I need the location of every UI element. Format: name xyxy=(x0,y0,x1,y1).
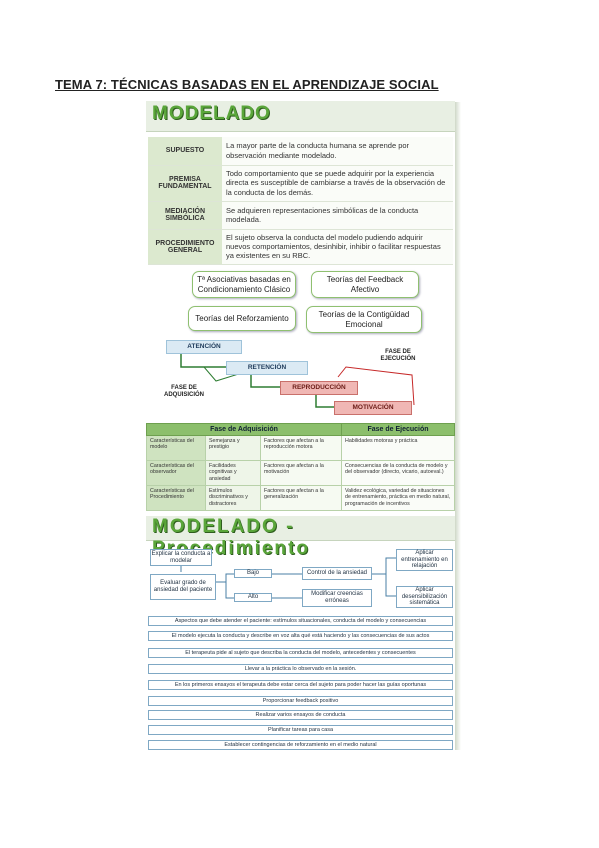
cell-b: Factores que afectan a la generalización xyxy=(260,485,342,511)
teoria-reforzamiento: Teorías del Reforzamiento xyxy=(188,306,296,331)
step-2: El modelo ejecuta la conducta y describe… xyxy=(148,631,453,641)
cell-b: Factores que afectan a la motivación xyxy=(260,460,342,486)
stage-retencion: RETENCIÓN xyxy=(226,361,308,375)
header-adquisicion: Fase de Adquisición xyxy=(146,423,342,436)
stage-reproduccion: REPRODUCCIÓN xyxy=(280,381,358,395)
step-3: El terapeuta pide al sujeto que describa… xyxy=(148,648,453,658)
step-6: Proporcionar feedback positivo xyxy=(148,696,453,706)
table-row: PROCEDIMIENTO GENERAL El sujeto observa … xyxy=(148,229,453,265)
procedimiento-header xyxy=(146,516,455,541)
teoria-contiguidad: Teorías de la Contigüidad Emocional xyxy=(306,306,422,333)
modelado-header xyxy=(146,101,455,132)
row-key: SUPUESTO xyxy=(148,137,222,166)
cell-a: Semejanza y prestigio xyxy=(205,435,261,461)
cell-c: Habilidades motoras y práctica xyxy=(341,435,455,461)
cell-b: Factores que afectan a la reproducción m… xyxy=(260,435,342,461)
step-7: Realizar varios ensayos de conducta xyxy=(148,710,453,720)
label-fase-adquisicion: FASE DE ADQUISICIÓN xyxy=(163,385,204,398)
box-modificar: Modificar creencias erróneas xyxy=(302,589,372,607)
table-row: SUPUESTO La mayor parte de la conducta h… xyxy=(148,137,453,166)
table-row: Características del modelo Semejanza y p… xyxy=(146,435,455,461)
cell-label: Características del Procedimiento xyxy=(146,485,206,511)
fases-panel: ATENCIÓN RETENCIÓN REPRODUCCIÓN MOTIVACI… xyxy=(146,337,455,422)
label-fase-ejecucion: FASE DE EJECUCIÓN xyxy=(380,349,416,362)
row-key: PREMISA FUNDAMENTAL xyxy=(148,165,222,202)
box-explicar: Explicar la conducta a modelar xyxy=(150,549,212,566)
step-1: Aspectos que debe atender el paciente: e… xyxy=(148,616,453,626)
row-key: MEDIACIÓN SIMBÓLICA xyxy=(148,201,222,230)
stage-motivacion: MOTIVACIÓN xyxy=(334,401,412,415)
header-ejecucion: Fase de Ejecución xyxy=(341,423,455,436)
row-value: El sujeto observa la conducta del modelo… xyxy=(222,229,453,265)
modelado-title: MODELADO xyxy=(152,103,271,124)
step-5: En los primeros ensayos el terapeuta deb… xyxy=(148,680,453,690)
panel-shadow xyxy=(455,102,461,750)
cell-c: Validez ecológica, variedad de situacion… xyxy=(341,485,455,511)
row-value: Todo comportamiento que se puede adquiri… xyxy=(222,165,453,202)
procedimiento-panel: MODELADO - Procedimiento Explicar la con… xyxy=(146,516,455,750)
box-aplicar-relajacion: Aplicar entrenamiento en relajación xyxy=(396,549,453,571)
table-row: MEDIACIÓN SIMBÓLICA Se adquieren represe… xyxy=(148,201,453,230)
cell-label: Características del observador xyxy=(146,460,206,486)
row-key: PROCEDIMIENTO GENERAL xyxy=(148,229,222,265)
tabla-fases: Fase de Adquisición Fase de Ejecución Ca… xyxy=(146,423,455,511)
table-header-row: Fase de Adquisición Fase de Ejecución xyxy=(146,423,455,436)
table-row: Características del Procedimiento Estímu… xyxy=(146,485,455,511)
stage-atencion: ATENCIÓN xyxy=(166,340,242,354)
procedimiento-connectors xyxy=(180,557,396,599)
modelado-table: SUPUESTO La mayor parte de la conducta h… xyxy=(148,137,453,265)
table-row: Características del observador Facilidad… xyxy=(146,460,455,486)
tabla-fases-panel: Fase de Adquisición Fase de Ejecución Ca… xyxy=(146,423,455,515)
box-evaluar: Evaluar grado de ansiedad del paciente xyxy=(150,574,216,600)
row-value: Se adquieren representaciones simbólicas… xyxy=(222,201,453,230)
cell-a: Estímulos discriminativos y distractores xyxy=(205,485,261,511)
box-alto: Alto xyxy=(234,593,272,602)
teorias-panel: Tª Asociativas basadas en Condicionamien… xyxy=(146,266,455,336)
box-aplicar-desensibilizacion: Aplicar desensibilización sistemática xyxy=(396,586,453,608)
step-4: Llevar a la práctica lo observado en la … xyxy=(148,664,453,674)
box-bajo: Bajo xyxy=(234,569,272,578)
teoria-asociativas: Tª Asociativas basadas en Condicionamien… xyxy=(192,271,296,298)
step-9: Establecer contingencias de reforzamient… xyxy=(148,740,453,750)
box-control: Control de la ansiedad xyxy=(302,567,372,580)
cell-label: Características del modelo xyxy=(146,435,206,461)
step-8: Planificar tareas para casa xyxy=(148,725,453,735)
row-value: La mayor parte de la conducta humana se … xyxy=(222,137,453,166)
table-row: PREMISA FUNDAMENTAL Todo comportamiento … xyxy=(148,165,453,202)
modelado-panel: MODELADO SUPUESTO La mayor parte de la c… xyxy=(146,101,455,265)
page-title: TEMA 7: TÉCNICAS BASADAS EN EL APRENDIZA… xyxy=(55,77,439,92)
cell-a: Facilidades cognitivas y ansiedad xyxy=(205,460,261,486)
teoria-feedback: Teorías del Feedback Afectivo xyxy=(311,271,419,298)
cell-c: Consecuencias de la conducta de modelo y… xyxy=(341,460,455,486)
